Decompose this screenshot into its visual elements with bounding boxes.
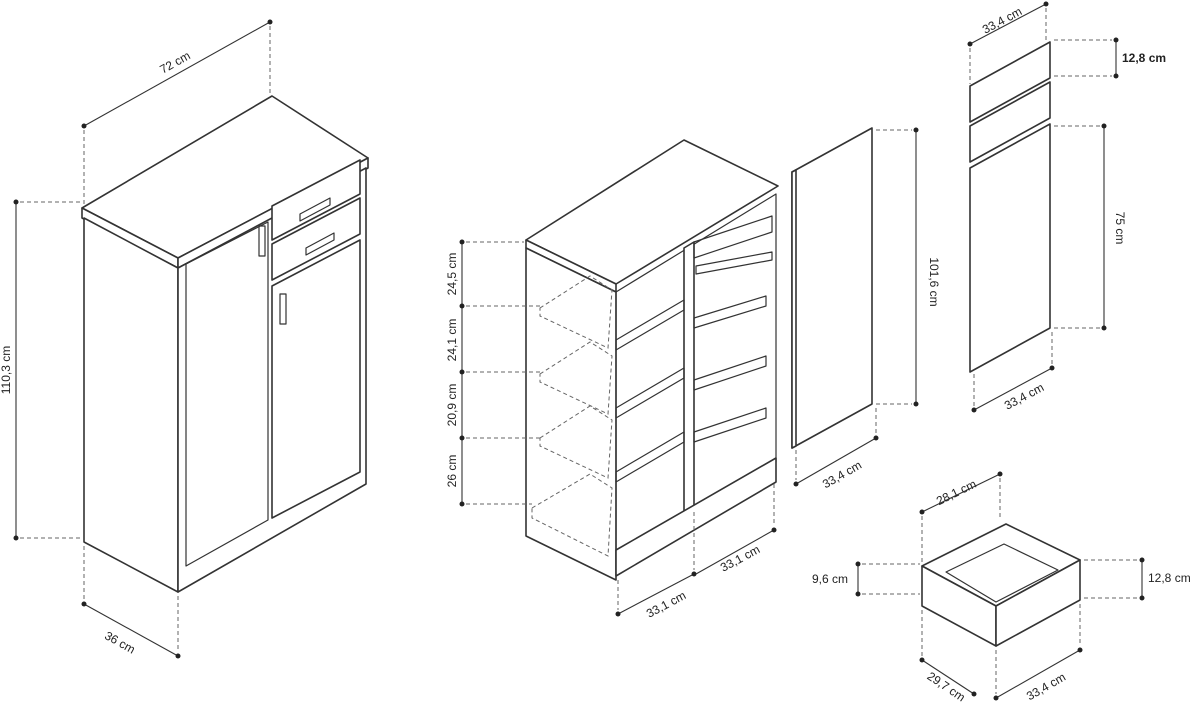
drawer-handle-icon xyxy=(299,197,331,222)
drawer-inner-width-label: 28,1 cm xyxy=(934,477,979,508)
fronts-top-width-label: 33,4 cm xyxy=(980,4,1024,36)
door-height-label: 75 cm xyxy=(1113,212,1127,245)
cabinet-width-label: 72 cm xyxy=(157,48,192,76)
shelf-spacing-label-2: 24,1 cm xyxy=(445,319,459,362)
drawer-front-height-label-2: 12,8 cm xyxy=(1148,571,1191,585)
front-panels: 33,4 cm 12,8 cm 75 cm 33,4 cm xyxy=(967,1,1166,413)
cabinet-height-label: 110,3 cm xyxy=(0,346,13,394)
door-panel: 101,6 cm 33,4 cm xyxy=(791,127,941,491)
door-handle-icon xyxy=(258,225,266,257)
door-panel-height-label: 101,6 cm xyxy=(927,257,941,306)
drawer-box: 28,1 cm 9,6 cm 12,8 cm 29,7 cm 33,4 cm xyxy=(812,471,1191,704)
shelf-spacing-label-1: 24,5 cm xyxy=(445,253,459,296)
drawer-depth-label: 29,7 cm xyxy=(925,669,968,704)
drawer-inner-height-label: 9,6 cm xyxy=(812,572,848,586)
cabinet-carcass: 24,5 cm 24,1 cm 20,9 cm 26 cm 33,1 cm 33… xyxy=(445,139,779,621)
door-panel-width-label: 33,4 cm xyxy=(820,458,864,491)
drawer-front-width-label: 33,4 cm xyxy=(1024,670,1068,703)
drawer-front-height-label: 12,8 cm xyxy=(1122,51,1166,65)
compartment-right-label: 33,1 cm xyxy=(718,542,762,574)
drawer-handle-icon xyxy=(305,232,335,256)
shelf-spacing-label-4: 26 cm xyxy=(445,455,459,488)
shelf-spacing-label-3: 20,9 cm xyxy=(445,384,459,427)
door-handle-icon xyxy=(279,293,287,325)
assembled-cabinet: 72 cm 110,3 cm 36 cm xyxy=(0,19,369,659)
cabinet-depth-label: 36 cm xyxy=(102,628,137,656)
fronts-bottom-width-label: 33,4 cm xyxy=(1002,380,1046,412)
compartment-left-label: 33,1 cm xyxy=(644,588,688,620)
